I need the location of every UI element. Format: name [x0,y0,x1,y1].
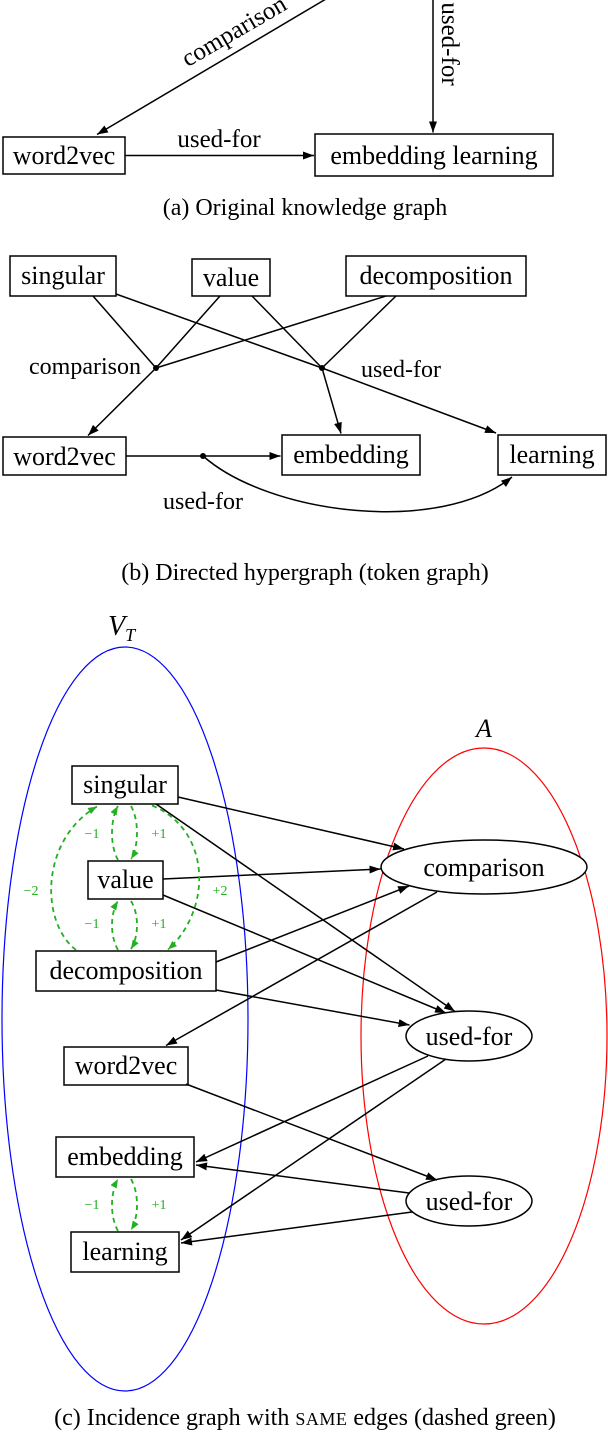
a-node-embedding-learning-label: embedding learning [330,141,537,170]
c-node-decomposition-label: decomposition [49,956,202,985]
c-caption: (c) Incidence graph with SAME edges (dashe… [54,1405,556,1431]
a-node-word2vec-label: word2vec [13,141,116,170]
b-hyperedge-used-for-from-value [251,295,323,369]
c-node-singular-box [71,765,179,805]
b-hyperedge-comparison-to-word2vec [87,367,157,437]
b-hyperedge-used-for-upper-label: used-for [361,357,441,383]
a-edge-used-for-vertical-label: used-for [436,2,463,86]
c-same-label-value-decomposition-backward: −1 [85,917,100,932]
c-same-label-singular-value-backward: −1 [85,827,100,842]
a-node-word2vec-box [2,136,126,175]
c-node-word2vec-box [63,1046,189,1086]
c-edge-used-for-1-to-embedding [195,1055,429,1163]
c-node-learning-box [70,1231,180,1273]
c-relation-comparison-label: comparison [423,853,544,882]
c-same-edge-value-to-singular [110,805,119,861]
a-caption: (a) Original knowledge graph [163,195,448,221]
c-caption-prefix: (c) Incidence graph with [54,1405,289,1431]
c-edge-used-for-2-to-learning [180,1211,413,1246]
c-relation-set-ellipse [360,747,608,1325]
subfigure-b-directed-hypergraph: singular value decomposition word2vec em… [2,255,607,586]
c-same-edge-singular-to-value [130,805,139,860]
b-node-embedding-box [281,434,421,476]
c-relation-used-for-2-node [405,1175,533,1227]
c-same-label-embedding-learning-forward: +1 [152,1198,167,1213]
c-same-edge-singular-to-decomposition [151,804,201,951]
b-hyperedge-used-for-from-decomposition [321,295,397,369]
c-node-value-label: value [97,865,153,894]
b-node-decomposition-label: decomposition [359,261,512,290]
b-node-decomposition-box [345,255,527,297]
c-relation-used-for-2-label: used-for [426,1187,513,1216]
b-hyperedge-used-for-to-learning [321,367,497,434]
a-edge-used-for-horizontal-label: used-for [177,126,261,153]
b-hyperedge-used-for-lower-to-learning [202,455,513,513]
c-token-set-label: VT [108,611,137,645]
b-caption: (b) Directed hypergraph (token graph) [121,560,488,586]
c-same-label-singular-decomposition-forward: +2 [213,884,228,899]
c-node-embedding-box [55,1136,195,1178]
b-hyperedge-used-for-lower-junction [200,453,206,459]
b-hyperedge-comparison-junction [153,365,159,371]
c-edge-used-for-2-to-embedding [195,1162,410,1194]
c-same-label-value-decomposition-forward: +1 [152,917,167,932]
c-edge-value-to-comparison [162,865,381,880]
b-node-learning-label: learning [509,440,594,469]
b-hyperedge-comparison-from-decomposition [155,295,387,369]
c-relation-used-for-1-label: used-for [426,1022,513,1051]
c-relation-used-for-1-node [405,1010,533,1062]
c-same-edge-decomposition-to-singular [50,805,98,951]
a-node-embedding-learning-box [314,133,554,177]
c-relation-comparison-node [380,839,588,895]
c-same-edge-embedding-to-learning [130,1178,139,1231]
c-caption-small-caps: SAME [295,1409,347,1429]
c-relation-set-label: A [474,714,492,743]
c-node-word2vec-label: word2vec [75,1051,178,1080]
a-edge-comparison-arrow [96,0,326,136]
c-node-learning-label: learning [82,1237,167,1266]
subfigure-a-original-knowledge-graph: word2vec embedding learning comparison u… [2,0,554,221]
c-edge-singular-to-comparison [177,796,405,851]
b-hyperedge-comparison-from-singular [92,295,157,369]
b-node-value-box [191,258,271,297]
b-hyperedge-used-for-from-singular [115,293,323,369]
b-node-word2vec-label: word2vec [13,442,116,471]
b-hyperedge-comparison-label: comparison [29,354,141,380]
c-same-label-singular-value-forward: +1 [152,827,167,842]
a-edge-comparison-label: comparison [177,0,292,73]
c-token-set-symbol: V [108,611,128,642]
b-hyperedge-comparison-from-value [155,295,221,369]
c-node-embedding-label: embedding [67,1142,183,1171]
b-node-word2vec-box [2,436,127,476]
b-hyperedge-used-for-junction [319,365,325,371]
c-edge-decomposition-to-used-for-1 [215,989,410,1027]
c-node-value-box [87,860,164,900]
c-edge-decomposition-to-comparison [215,885,410,963]
b-node-singular-box [9,255,117,297]
b-node-singular-label: singular [21,261,105,290]
c-edge-singular-to-used-for-1 [155,803,456,1013]
c-edge-word2vec-to-used-for-2 [185,1083,438,1181]
subfigure-c-incidence-graph: VT A singular value decomposition word2v… [1,611,608,1431]
c-same-edge-decomposition-to-value [110,900,119,951]
c-token-set-ellipse [1,646,249,1392]
c-same-label-singular-decomposition-backward: −2 [24,884,39,899]
c-token-set-subscript: T [125,625,137,645]
b-hyperedge-used-for-to-embedding [321,367,342,434]
c-same-edge-value-to-decomposition [130,900,139,950]
c-edge-used-for-1-to-learning [180,1058,447,1241]
c-edge-value-to-used-for-1 [162,894,447,1014]
b-hyperedge-used-for-lower-label: used-for [163,489,243,515]
b-node-embedding-label: embedding [293,440,409,469]
c-caption-suffix: edges (dashed green) [353,1405,556,1431]
c-node-singular-label: singular [83,770,167,799]
b-node-value-label: value [203,263,259,292]
c-same-label-embedding-learning-backward: −1 [85,1198,100,1213]
b-node-learning-box [497,434,607,476]
c-edge-comparison-to-word2vec [165,891,438,1047]
c-node-decomposition-box [35,950,217,992]
c-same-edge-learning-to-embedding [110,1178,119,1232]
